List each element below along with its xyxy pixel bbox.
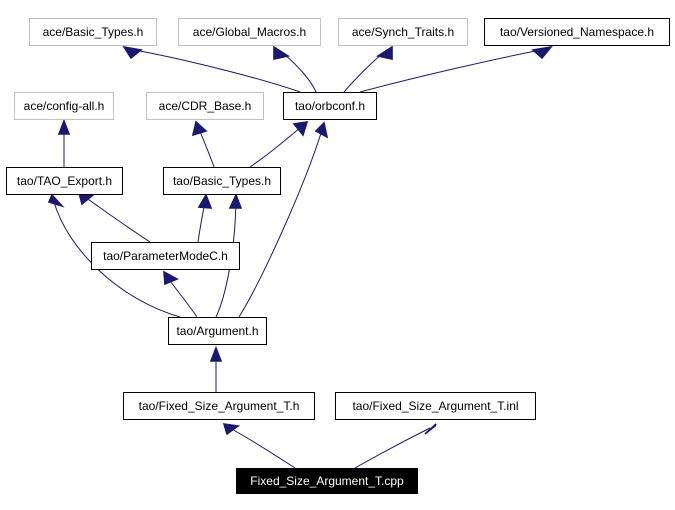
graph-edge [84,196,151,243]
graph-edge-arrowhead [273,45,291,60]
graph-edge [229,427,296,469]
graph-node-label: tao/Basic_Types.h [172,174,272,188]
graph-edge [343,49,388,93]
graph-node-label: tao/orbconf.h [294,99,366,113]
graph-node[interactable]: tao/Basic_Types.h [163,167,281,195]
graph-edge-arrowhead [531,45,553,60]
graph-edge-arrowhead [314,121,329,139]
graph-node[interactable]: ace/Global_Macros.h [178,18,321,46]
graph-node[interactable]: tao/Versioned_Namespace.h [484,18,670,46]
graph-node[interactable]: ace/Basic_Types.h [29,18,157,46]
graph-edge [354,427,431,469]
graph-node-root: Fixed_Size_Argument_T.cpp [236,468,418,494]
graph-edge-arrowhead [57,118,71,135]
graph-edge [128,48,301,93]
graph-edge-arrowhead [222,423,241,436]
graph-node-label: ace/Global_Macros.h [192,25,307,39]
graph-edge-arrowhead [228,192,243,209]
graph-edge [238,129,323,318]
graph-node-label: tao/Versioned_Namespace.h [499,25,655,39]
graph-node[interactable]: ace/Synch_Traits.h [338,18,468,46]
graph-node-label: tao/Argument.h [176,324,259,338]
graph-edge-arrowhead [47,193,65,208]
graph-edge [359,48,547,93]
graph-node[interactable]: tao/ParameterModeC.h [91,242,240,270]
graph-node-label: ace/Basic_Types.h [42,25,144,39]
graph-edge-arrowhead [191,120,208,137]
graph-node[interactable]: tao/Fixed_Size_Argument_T.h [123,392,315,420]
graph-node-label: tao/Fixed_Size_Argument_T.h [138,399,300,413]
graph-node-label: ace/Synch_Traits.h [351,25,455,39]
graph-node-label: tao/Fixed_Size_Argument_T.inl [352,399,519,413]
graph-node-label: tao/ParameterModeC.h [103,249,228,263]
graph-edge [278,49,317,93]
graph-node[interactable]: tao/orbconf.h [283,92,377,120]
graph-edge-arrowhead [424,423,437,435]
graph-edge-arrowhead [375,45,393,60]
graph-node-label: ace/CDR_Base.h [158,99,252,113]
graph-edge-arrowhead [209,345,223,362]
graph-edge-arrowhead [163,270,179,286]
graph-edge [167,277,198,318]
graph-node[interactable]: tao/Argument.h [168,317,267,345]
graph-node-label: ace/config-all.h [23,99,105,113]
graph-node[interactable]: tao/Fixed_Size_Argument_T.inl [335,392,536,420]
graph-edge [197,201,206,243]
graph-edge [198,128,215,168]
graph-node[interactable]: ace/CDR_Base.h [146,92,264,120]
graph-node[interactable]: ace/config-all.h [14,92,114,120]
graph-edge-arrowhead [197,193,213,209]
graph-edge-arrowhead [122,45,143,60]
graph-edge-arrowhead [292,121,309,137]
graph-node-label: Fixed_Size_Argument_T.cpp [250,474,404,488]
graph-node-label: tao/TAO_Export.h [16,174,113,188]
graph-node[interactable]: tao/TAO_Export.h [6,167,123,195]
graph-edge [249,126,302,168]
